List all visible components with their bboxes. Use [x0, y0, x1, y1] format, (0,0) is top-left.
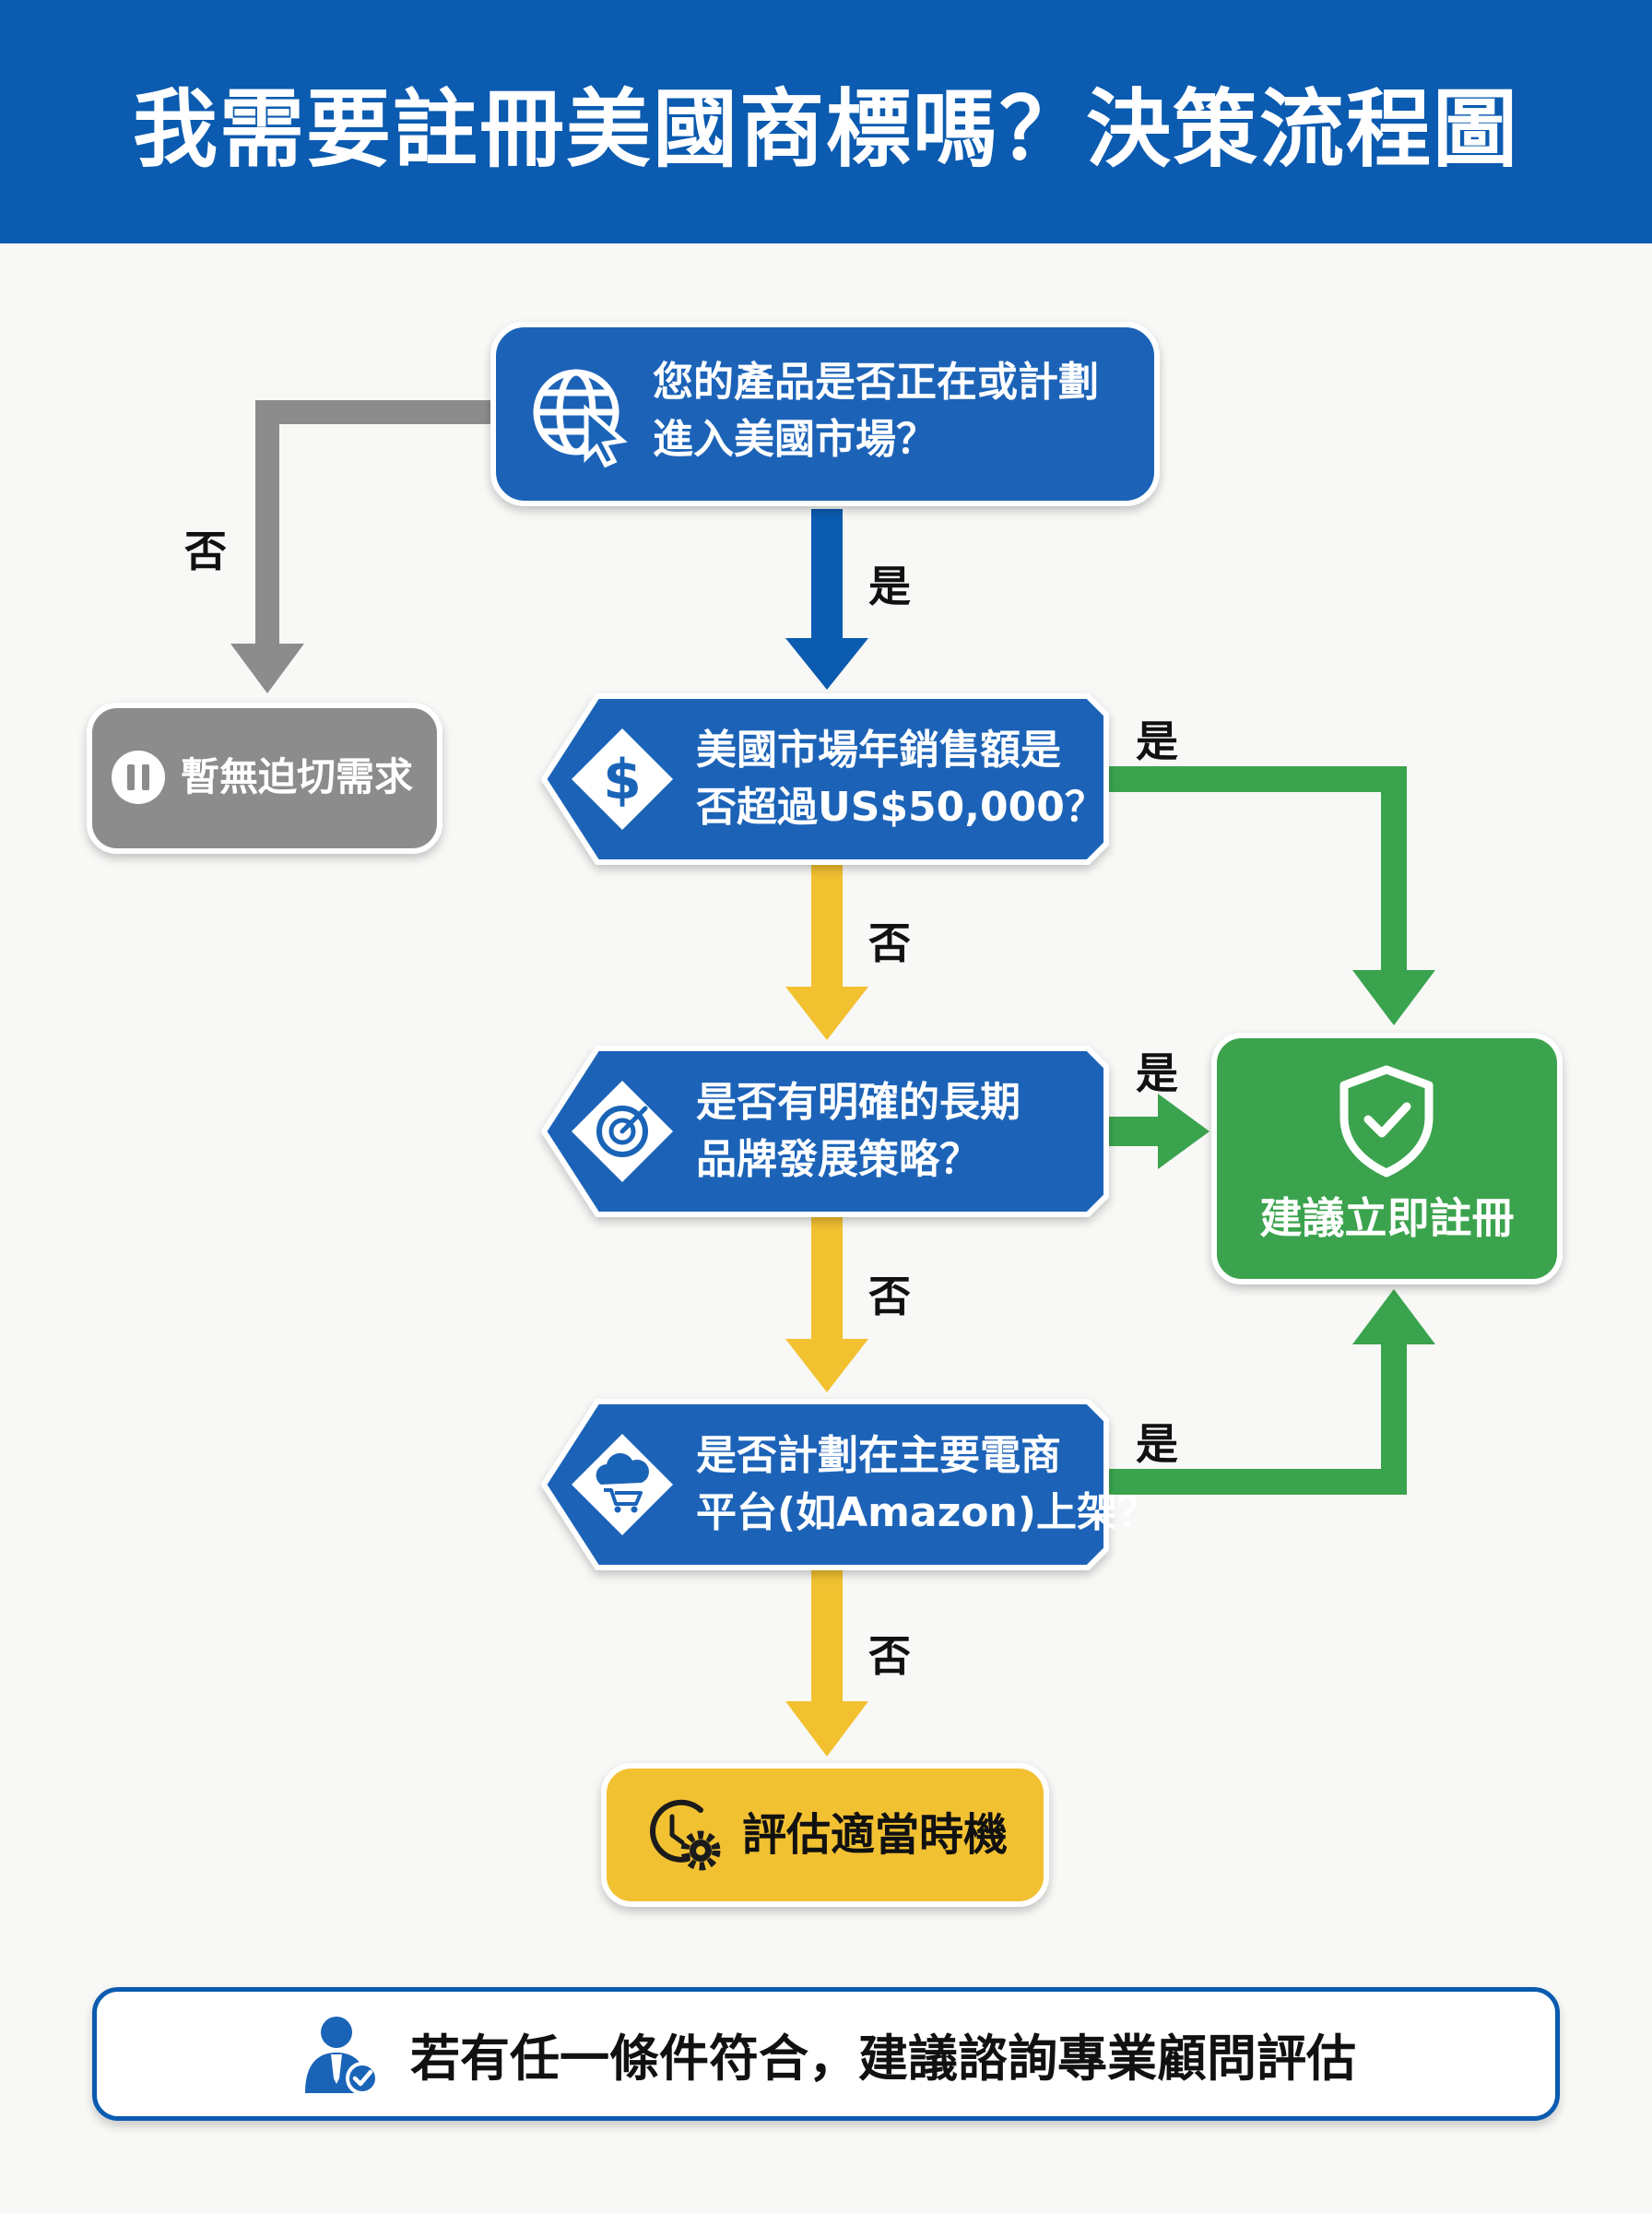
- question-3-text: 是否有明確的長期 品牌發展策略？: [696, 1074, 1021, 1189]
- register-text: 建議立即註冊: [1259, 1193, 1515, 1243]
- arrow-q3-yes: [1106, 1094, 1210, 1169]
- arrow-q4-no: [785, 1569, 868, 1757]
- pause-icon: [112, 751, 165, 804]
- arrow-q3-no: [785, 1215, 868, 1392]
- arrow-q2-no: [785, 864, 868, 1040]
- label-q1-yes: 是: [868, 562, 911, 611]
- globe-cursor-icon: [533, 369, 628, 468]
- question-3-line-1: 是否有明確的長期: [696, 1079, 1021, 1126]
- label-q3-no: 否: [868, 1272, 911, 1321]
- cloud-cart-icon: [572, 1434, 673, 1535]
- arrow-q1-no: [230, 400, 493, 693]
- consultant-icon: [305, 2016, 379, 2095]
- label-q3-yes: 是: [1136, 1048, 1178, 1098]
- label-q1-no: 否: [184, 527, 227, 576]
- footer-note: 若有任一條件符合，建議諮詢專業顧問評估: [92, 1987, 1560, 2121]
- evaluate-box: [601, 1763, 1049, 1907]
- arrow-q4-yes: [1106, 1289, 1435, 1495]
- footer-text: 若有任一條件符合，建議諮詢專業顧問評估: [410, 2030, 1356, 2088]
- page-title: 我需要註冊美國商標嗎？決策流程圖: [132, 79, 1519, 179]
- label-q4-no: 否: [868, 1631, 911, 1681]
- register-box: [1211, 1033, 1563, 1284]
- label-q4-yes: 是: [1136, 1419, 1178, 1469]
- question-2-text: 美國市場年銷售額是 否超過US$50,000？: [696, 722, 1105, 836]
- question-4-text: 是否計劃在主要電商 平台(如Amazon)上架？: [696, 1427, 1158, 1542]
- question-1-line-2: 進入美國市場？: [653, 416, 937, 463]
- question-4-line-1: 是否計劃在主要電商: [696, 1432, 1061, 1479]
- question-1-box: [490, 322, 1160, 506]
- svg-text:$: $: [603, 748, 642, 812]
- question-4-line-2: 平台(如Amazon)上架？: [696, 1489, 1158, 1536]
- arrow-q2-yes: [1106, 766, 1435, 1025]
- question-2-line-2: 否超過US$50,000？: [696, 784, 1105, 831]
- no-need-text: 暫無迫切需求: [181, 754, 414, 799]
- arrow-q1-yes: [785, 509, 868, 690]
- question-1-text: 您的產品是否正在或計劃 進入美國市場？: [653, 354, 1099, 468]
- question-3-line-2: 品牌發展策略？: [696, 1136, 980, 1183]
- label-q2-yes: 是: [1136, 716, 1178, 766]
- shield-check-icon: [1339, 1065, 1434, 1178]
- header-bar: 我需要註冊美國商標嗎？決策流程圖: [0, 0, 1652, 243]
- question-1-line-1: 您的產品是否正在或計劃: [653, 359, 1099, 406]
- no-need-box: [87, 703, 442, 854]
- target-icon: [572, 1081, 673, 1182]
- clock-gear-icon: [650, 1799, 721, 1871]
- question-2-box: $: [541, 693, 1109, 865]
- question-2-line-1: 美國市場年銷售額是: [696, 727, 1061, 774]
- question-3-box: [541, 1046, 1109, 1217]
- label-q2-no: 否: [868, 918, 911, 968]
- question-4-box: [541, 1399, 1109, 1570]
- evaluate-text: 評估適當時機: [742, 1809, 1009, 1861]
- dollar-icon: $: [572, 728, 673, 830]
